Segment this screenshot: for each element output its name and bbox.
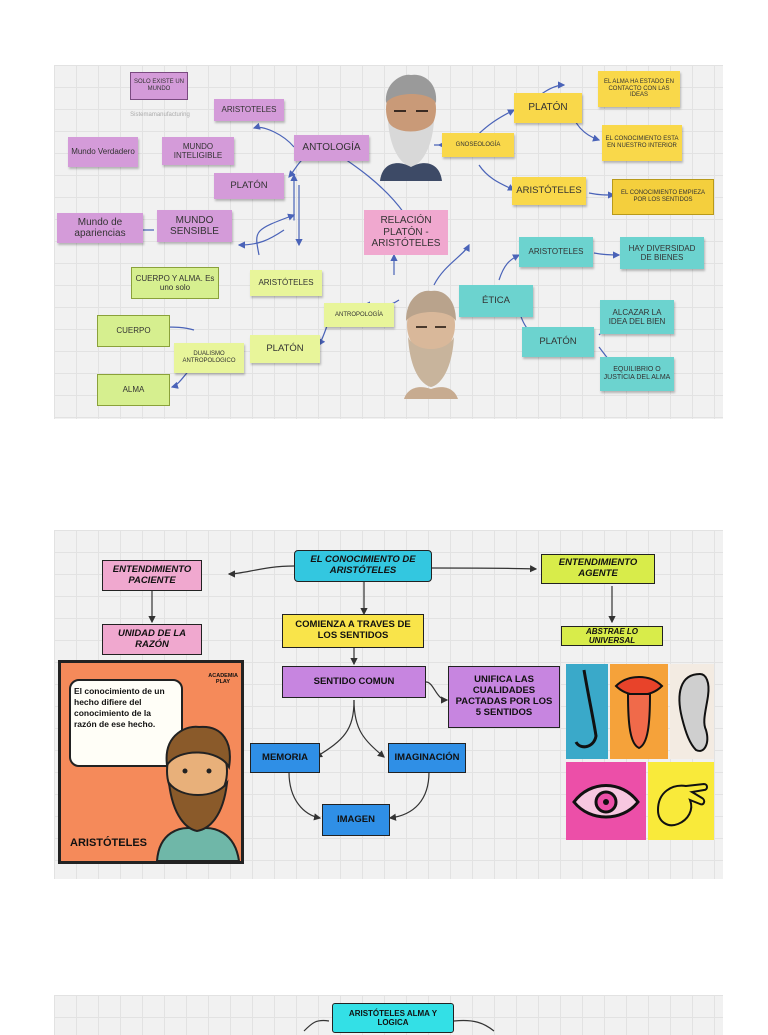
nose-tile [566, 664, 608, 759]
aristoteles-etica-node: ARISTOTELES [519, 237, 593, 267]
concept-map-platon-aristoteles: RELACIÓN PLATÓN - ARISTÓTELES ANTOLOGÍA … [54, 65, 723, 419]
platon-gnoseologia-node: PLATÓN [514, 93, 582, 123]
alma-contacto-node: EL ALMA HA ESTADO EN CONTACTO CON LAS ID… [598, 71, 680, 107]
nose-icon [574, 669, 598, 749]
ent-paciente-node: ENTENDIMIENTO PACIENTE [102, 560, 202, 591]
imagen-node: IMAGEN [322, 804, 390, 836]
antropologia-node: ANTROPOLOGÍA [324, 303, 394, 327]
tongue-icon [614, 676, 664, 750]
comienza-node: COMIENZA A TRAVES DE LOS SENTIDOS [282, 614, 424, 648]
aristotle-comic: El conocimiento de un hecho difiere del … [58, 660, 244, 864]
unidad-razon-node: UNIDAD DE LA RAZÓN [102, 624, 202, 655]
aristotle-bust-icon [380, 74, 442, 181]
speech-bubble [69, 679, 183, 767]
sentido-comun-node: SENTIDO COMUN [282, 666, 426, 698]
etica-node: ÉTICA [459, 285, 533, 317]
abstrae-node: ABSTRAE LO UNIVERSAL [561, 626, 663, 646]
comic-quote: El conocimiento de un hecho difiere del … [74, 686, 165, 730]
imaginacion-node: IMAGINACIÓN [388, 743, 466, 773]
platon-antologia-node: PLATÓN [214, 173, 284, 199]
center-node: RELACIÓN PLATÓN - ARISTÓTELES [364, 210, 448, 255]
ear-icon [678, 672, 710, 752]
mundo-inteligible-node: MUNDO INTELIGIBLE [162, 137, 234, 165]
connector-lines-2 [148, 565, 616, 821]
hand-icon [656, 782, 708, 827]
aristotle-cartoon-icon [155, 725, 241, 861]
hand-tile [648, 762, 714, 840]
concept-map-conocimiento-aristoteles: EL CONOCIMIENTO DE ARISTÓTELES ENTENDIMI… [54, 530, 723, 879]
eye-tile [566, 762, 646, 840]
equilibrio-node: EQUILIBRIO O JUSTICIA DEL ALMA [600, 357, 674, 391]
conocimiento-sentidos-node: EL CONOCIMIENTO EMPIEZA POR LOS SENTIDOS [612, 179, 714, 215]
gnoseologia-node: GNOSEOLOGÍA [442, 133, 514, 157]
mundo-sensible-node: MUNDO SENSIBLE [157, 210, 232, 242]
watermark-text: Sistemamanufacturing [130, 111, 190, 118]
ent-agente-node: ENTENDIMIENTO AGENTE [541, 554, 655, 584]
cuerpo-node: CUERPO [97, 315, 170, 347]
unifica-node: UNIFICA LAS CUALIDADES PACTADAS POR LOS … [448, 666, 560, 728]
comic-name: ARISTÓTELES [70, 836, 148, 849]
platon-antropologia-node: PLATÓN [250, 335, 320, 363]
ear-tile [670, 664, 714, 759]
aristoteles-antropologia-node: ARISTÓTELES [250, 270, 322, 296]
aristoteles-gnoseologia-node: ARISTÓTELES [512, 177, 586, 205]
memoria-node: MEMORIA [250, 743, 320, 773]
mundo-verdadero-node: Mundo Verdadero [68, 137, 138, 167]
antologia-node: ANTOLOGÍA [294, 135, 369, 161]
solo-existe-node: SOLO EXISTE UN MUNDO [130, 72, 188, 100]
platon-etica-node: PLATÓN [522, 327, 594, 357]
tongue-tile [610, 664, 668, 759]
title-node-3: ARISTÓTELES ALMA Y LOGICA [332, 1003, 454, 1033]
senses-grid [566, 664, 714, 864]
concept-map-alma-logica: ARISTÓTELES ALMA Y LOGICA [54, 995, 723, 1035]
diversidad-node: HAY DIVERSIDAD DE BIENES [620, 237, 704, 269]
plato-bust-icon [404, 290, 458, 399]
dualismo-node: DUALISMO ANTROPOLOGICO [174, 343, 244, 373]
conocimiento-interior-node: EL CONOCIMIENTO ESTA EN NUESTRO INTERIOR [602, 125, 682, 161]
cuerpo-alma-node: CUERPO Y ALMA. Es uno solo [131, 267, 219, 299]
alcanzar-node: ALCAZAR LA IDEA DEL BIEN [600, 300, 674, 334]
mundo-apariencias-node: Mundo de apariencias [57, 213, 143, 243]
alma-node: ALMA [97, 374, 170, 406]
comic-brand: ACADEMIA PLAY [208, 672, 238, 685]
title-node: EL CONOCIMIENTO DE ARISTÓTELES [294, 550, 432, 582]
eye-icon [572, 784, 640, 819]
aristoteles-antologia-node: ARISTOTELES [214, 99, 284, 121]
